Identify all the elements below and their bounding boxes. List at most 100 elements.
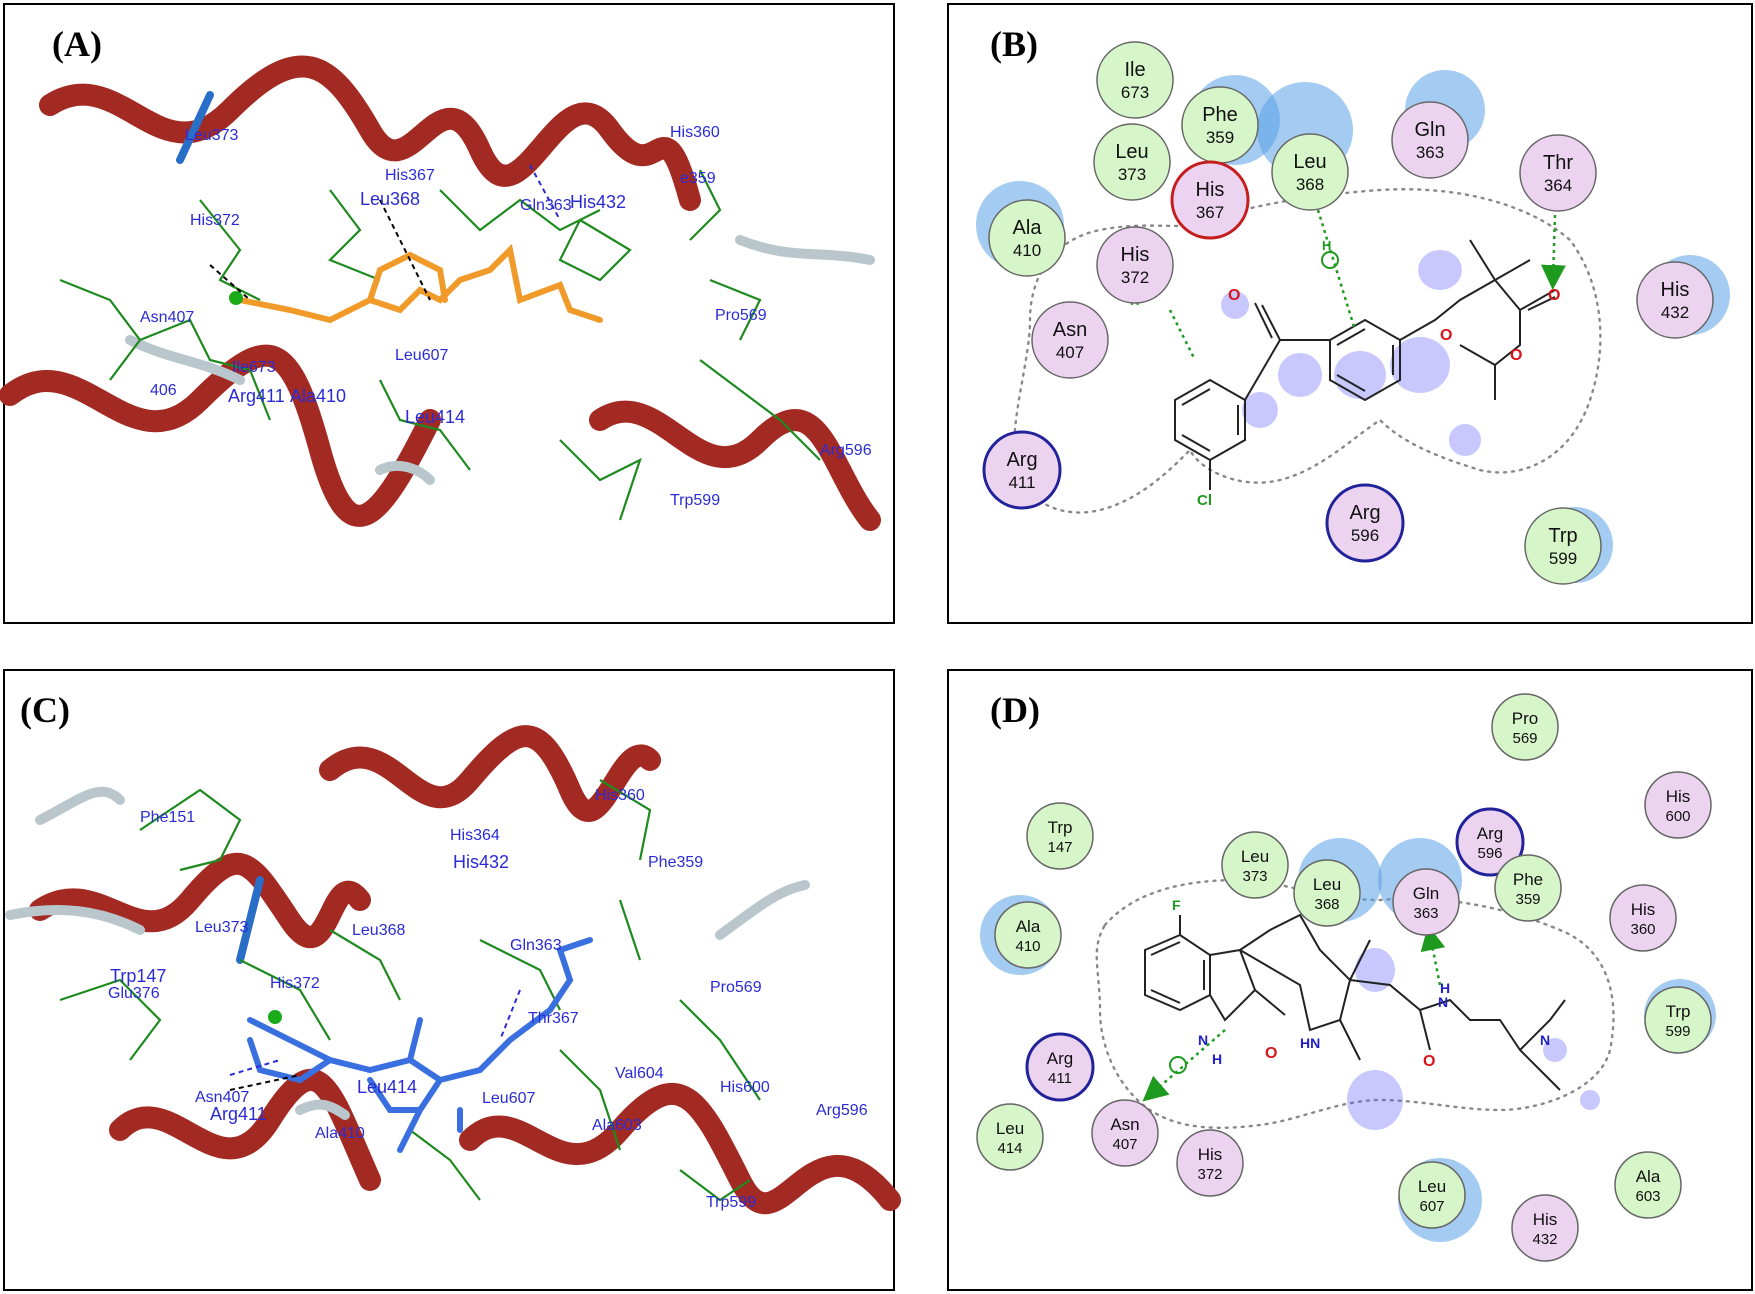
panel-d: (D) F N H O HN H N O N Pro	[947, 669, 1753, 1291]
c-coil-1	[35, 786, 125, 825]
expo-b-2	[1418, 250, 1462, 290]
c-res-his360: His360	[595, 787, 645, 804]
d-res-pro569: Pro 569	[1491, 693, 1559, 761]
d-res-leu368: Leu 368	[1293, 859, 1361, 927]
d-res-his360: His 360	[1609, 884, 1677, 952]
d-res-his600: His 600	[1644, 771, 1712, 839]
expo-b-6	[1242, 392, 1278, 428]
c-res-glu376: Glu376	[108, 985, 160, 1002]
coil-a-bottom	[375, 460, 435, 485]
c-res-leu373: Leu373	[195, 919, 248, 936]
svg-text:373: 373	[1242, 868, 1267, 885]
c-res-gln363: Gln363	[510, 937, 562, 954]
b-res-his432: His 432	[1636, 261, 1714, 339]
svg-text:596: 596	[1351, 526, 1379, 545]
expo-b-4	[1334, 351, 1386, 399]
svg-text:Arg: Arg	[1477, 824, 1503, 843]
b-res-ile673: Ile 673	[1096, 41, 1174, 119]
d-atom-nh: H	[1440, 980, 1450, 996]
b-atom-o3: O	[1548, 287, 1560, 304]
d-atom-n2: N	[1438, 994, 1448, 1010]
c-res-val604: Val604	[615, 1065, 664, 1082]
svg-text:432: 432	[1532, 1231, 1557, 1248]
b-res-thr364: Thr 364	[1519, 134, 1597, 212]
a-res-arg596: Arg596	[820, 442, 872, 459]
svg-text:Leu: Leu	[1418, 1177, 1446, 1196]
svg-text:410: 410	[1015, 938, 1040, 955]
b-atom-o1: O	[1228, 287, 1240, 304]
svg-text:Leu: Leu	[1115, 141, 1148, 163]
c-res-his432: His432	[453, 852, 509, 872]
svg-text:His: His	[1661, 279, 1690, 301]
a-res-leu414: Leu414	[405, 407, 465, 427]
svg-text:147: 147	[1047, 839, 1072, 856]
panel-d-label: (D)	[990, 690, 1040, 730]
b-res-his372: His 372	[1096, 226, 1174, 304]
svg-text:His: His	[1121, 244, 1150, 266]
svg-text:Trp: Trp	[1548, 525, 1577, 547]
c-coil-blue	[236, 876, 264, 964]
a-res-his367: His367	[385, 167, 435, 184]
svg-text:Leu: Leu	[1241, 847, 1269, 866]
ligand-c	[247, 937, 593, 1153]
c-res-ala410: Ala410	[315, 1125, 365, 1142]
a-res-phe359: e359	[680, 170, 716, 187]
d-res-arg596: Arg 596	[1455, 807, 1525, 877]
d-atom-o2: O	[1423, 1053, 1435, 1070]
svg-text:410: 410	[1013, 241, 1041, 260]
c-res-leu607: Leu607	[482, 1090, 535, 1107]
a-res-pro569: Pro569	[715, 307, 767, 324]
side-chains-a	[59, 169, 821, 521]
svg-text:368: 368	[1296, 175, 1324, 194]
b-atom-o2: O	[1440, 327, 1452, 344]
a-res-leu373: Leu373	[185, 127, 238, 144]
hbond-a-3	[529, 164, 561, 221]
expo-b-5	[1278, 353, 1322, 397]
c-res-his372: His372	[270, 975, 320, 992]
a-res-arg411: Arg411	[228, 386, 285, 406]
svg-text:Arg: Arg	[1006, 449, 1037, 471]
b-res-gln363: Gln 363	[1391, 101, 1469, 179]
ligand-a-cl-atom	[229, 291, 243, 305]
c-helix-top	[319, 725, 661, 822]
d-res-ala410: Ala 410	[994, 901, 1062, 969]
b-res-trp599: Trp 599	[1524, 507, 1602, 585]
svg-text:411: 411	[1008, 473, 1035, 492]
d-res-gln363: Gln 363	[1392, 868, 1460, 936]
svg-text:Leu: Leu	[1293, 151, 1326, 173]
svg-text:Leu: Leu	[996, 1119, 1024, 1138]
a-res-his432: His432	[570, 192, 626, 212]
expo-d-4	[1580, 1090, 1600, 1110]
c-res-ala603: Ala603	[592, 1117, 642, 1134]
d-res-ala603: Ala 603	[1614, 1151, 1682, 1219]
c-res-his600: His600	[720, 1079, 770, 1096]
svg-text:372: 372	[1197, 1166, 1222, 1183]
svg-text:372: 372	[1121, 268, 1149, 287]
svg-text:363: 363	[1413, 905, 1438, 922]
b-atom-cl: Cl	[1197, 492, 1212, 509]
c-res-arg411: Arg411	[210, 1104, 267, 1124]
svg-text:359: 359	[1515, 891, 1540, 908]
svg-text:His: His	[1533, 1210, 1558, 1229]
svg-text:367: 367	[1196, 203, 1224, 222]
c-res-leu414: Leu414	[357, 1077, 417, 1097]
svg-text:His: His	[1631, 900, 1656, 919]
svg-text:Gln: Gln	[1413, 884, 1439, 903]
expo-b-7	[1449, 424, 1481, 456]
svg-text:Gln: Gln	[1414, 119, 1445, 141]
svg-text:607: 607	[1419, 1198, 1444, 1215]
svg-text:Phe: Phe	[1202, 104, 1238, 126]
expo-b-3	[1390, 337, 1450, 393]
hbond-a-2	[379, 199, 431, 301]
b-res-his367: His 367	[1170, 160, 1250, 240]
a-res-ala410: Ala410	[290, 386, 346, 406]
d-res-leu373: Leu 373	[1221, 831, 1289, 899]
coil-a-left	[125, 335, 245, 385]
b-res-phe359: Phe 359	[1181, 86, 1259, 164]
helix-top	[39, 55, 701, 211]
d-residues: Pro 569 His 600 Trp 147 Leu 373 Arg	[976, 693, 1716, 1262]
svg-text:Ala: Ala	[1636, 1167, 1661, 1186]
d-arene-icon	[1169, 1056, 1187, 1074]
panel-a-label: (A)	[52, 24, 102, 64]
svg-text:His: His	[1196, 179, 1225, 201]
